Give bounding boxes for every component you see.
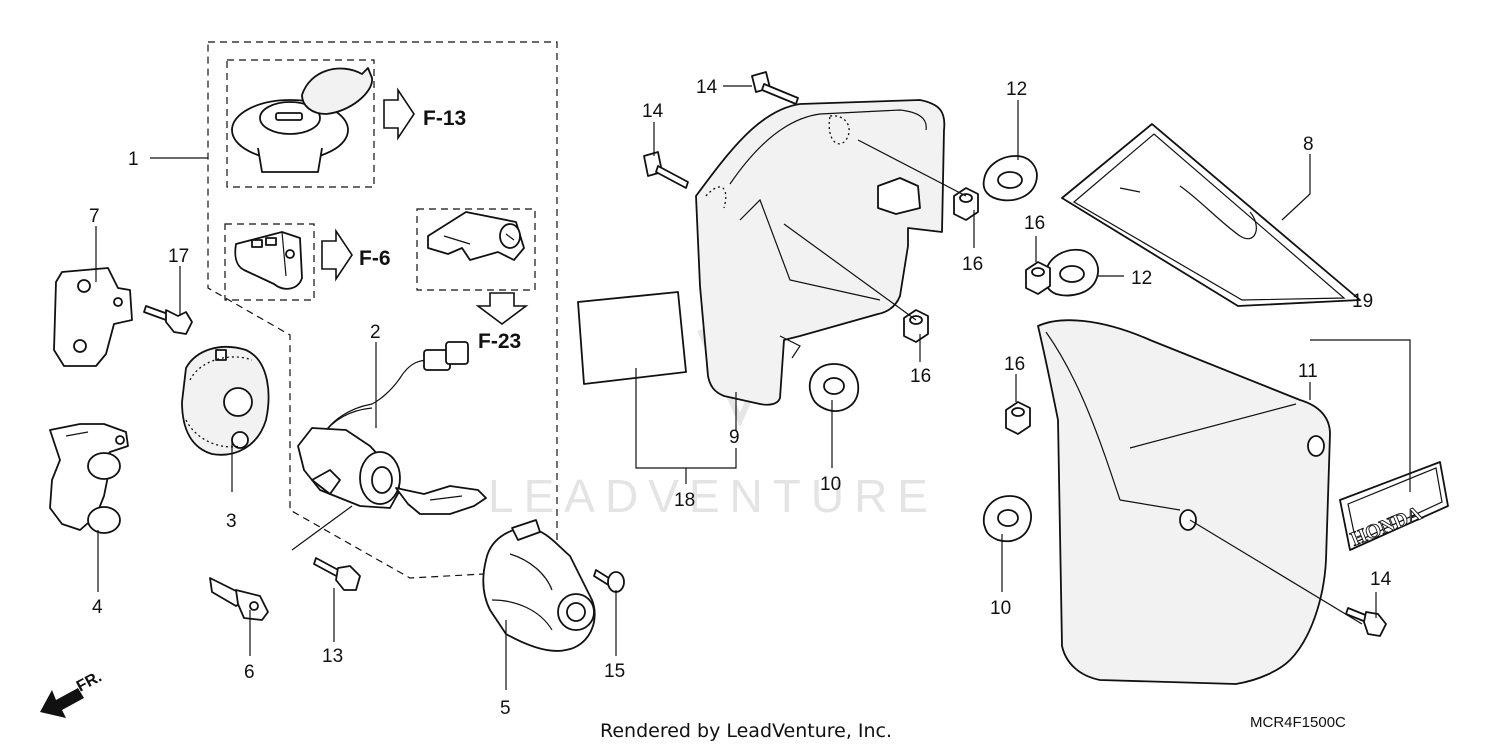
nut-16-c-part[interactable] [903,309,929,343]
caution-label-part[interactable] [577,291,687,385]
bolt-17-part[interactable] [143,305,193,335]
fuel-cap-part[interactable] [231,67,373,173]
rubber-mat-part[interactable] [1061,123,1361,307]
ref-arrow-f23 [475,292,529,325]
leader-lines [95,85,1411,690]
honda-emblem-part[interactable]: HONDA [1339,461,1449,551]
ref-arrow-f6 [321,228,353,282]
screw-15-part[interactable] [593,569,625,593]
grommet-10-b-part[interactable] [982,495,1032,543]
label-part-5[interactable]: 5 [500,698,511,719]
label-part-14-a[interactable]: 14 [696,77,718,98]
kit-boundary-1 [207,41,558,579]
grommet-12-mid-part[interactable] [1044,248,1099,297]
label-part-16-c[interactable]: 16 [910,366,931,387]
bolt-14-left-part[interactable] [643,151,689,189]
grommet-10-a-part[interactable] [808,363,860,412]
label-part-6[interactable]: 6 [244,662,255,683]
label-part-16-a[interactable]: 16 [962,254,983,275]
label-part-1[interactable]: 1 [128,149,139,170]
label-part-13[interactable]: 13 [322,646,343,667]
label-part-12-a[interactable]: 12 [1006,79,1027,100]
render-credit: Rendered by LeadVenture, Inc. [600,720,892,742]
helmet-lock-part[interactable] [427,211,525,261]
bolt-13-part[interactable] [313,557,361,591]
label-part-11[interactable]: 11 [1298,361,1318,382]
nut-16-d-part[interactable] [1005,401,1031,435]
ref-arrow-f13 [383,87,415,141]
front-direction-arrow: FR. [40,668,105,718]
label-part-3[interactable]: 3 [226,511,237,532]
bracket-plate-part[interactable] [53,267,133,367]
seat-lock-part[interactable] [234,231,303,290]
ignition-switch-part[interactable] [297,341,487,515]
diagram-code: MCR4F1500C [1250,714,1346,731]
label-part-8[interactable]: 8 [1303,134,1314,155]
sleeve-bracket-part[interactable] [49,423,129,534]
label-part-14-c[interactable]: 14 [1370,569,1392,590]
inner-cover-part[interactable] [695,99,946,406]
nut-16-a-part[interactable] [953,187,979,221]
label-part-2[interactable]: 2 [370,322,381,343]
side-cover-part[interactable] [1037,319,1331,685]
label-part-18[interactable]: 18 [674,490,695,511]
label-part-16-d[interactable]: 16 [1004,354,1025,375]
subgroup-box-fuel-cap [226,59,375,188]
key-part[interactable] [209,577,269,621]
label-part-17[interactable]: 17 [168,246,189,267]
bolt-14-right-part[interactable] [1345,607,1387,637]
lock-housing-part[interactable] [181,346,270,456]
label-part-16-b[interactable]: 16 [1024,213,1045,234]
label-part-12-b[interactable]: 12 [1131,268,1152,289]
label-part-10-a[interactable]: 10 [820,474,841,495]
label-part-10-b[interactable]: 10 [990,598,1011,619]
label-part-9[interactable]: 9 [729,427,740,448]
label-part-14-b[interactable]: 14 [642,101,664,122]
grommet-12-top-part[interactable] [982,155,1038,202]
subgroup-box-helmet-lock [416,208,536,291]
label-part-7[interactable]: 7 [89,206,100,227]
bolt-14-top-part[interactable] [751,71,799,105]
subgroup-box-seat-lock [224,223,315,301]
nut-16-b-part[interactable] [1025,261,1051,295]
label-part-19[interactable]: 19 [1352,291,1373,312]
ref-f13[interactable]: F-13 [423,107,466,130]
label-part-15[interactable]: 15 [604,661,625,682]
switch-cover-part[interactable] [482,519,596,652]
label-part-4[interactable]: 4 [92,597,103,618]
ref-f23[interactable]: F-23 [478,330,521,353]
watermark-text: LEADVENTURE [488,470,938,522]
ref-f6[interactable]: F-6 [359,247,391,270]
